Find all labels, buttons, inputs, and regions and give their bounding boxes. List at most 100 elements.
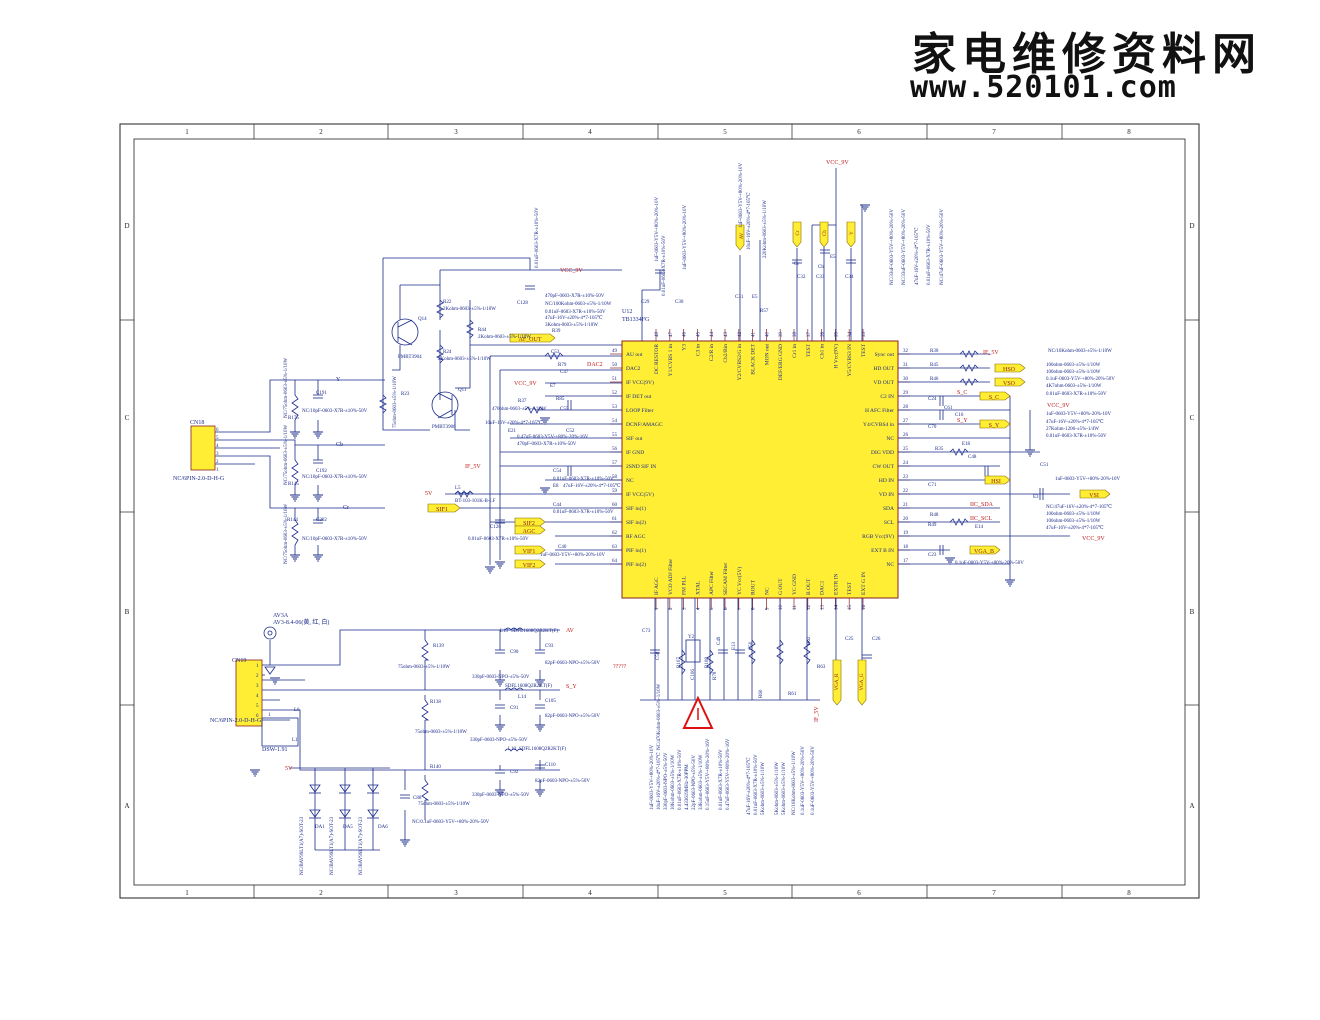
label-r175v: NC/75ohm-0603-±5%-1/10W: [284, 357, 289, 418]
cn19-ref: CN19: [232, 658, 246, 664]
label-bot4: 10Kohm-0603-±5%-1/10W: [671, 754, 676, 810]
label-bot15: 5Kohm-0603-±5%-1/10W: [775, 762, 780, 815]
flag-vif2: VIF2: [514, 559, 546, 569]
label-r37v: 470ohm-0603-±5%-1/10W: [492, 407, 547, 412]
label-text: SIF1: [436, 507, 448, 513]
label-c110v: 82pF-0603-NPO-±5%-50V: [535, 779, 590, 784]
ic-pin-number: 49: [612, 349, 618, 354]
ic-pin-number: 46: [683, 332, 688, 338]
flag-cb: Cb: [819, 221, 829, 248]
ic-pin-name: DAC1: [820, 580, 826, 595]
label-c50: C50: [749, 641, 754, 650]
label-text: AV: [740, 232, 745, 239]
warning-triangle: [682, 695, 714, 729]
label-l1: L1: [292, 738, 298, 743]
flag-av: AV: [735, 224, 745, 251]
ic-pin-name: VD IN: [879, 492, 894, 498]
label-r140v: 75ohm-0603-±5%-1/10W: [418, 802, 470, 807]
cn18-pin: 3: [216, 452, 219, 457]
label-text: Cr: [796, 230, 801, 235]
label-r60: R60: [759, 689, 764, 698]
ic-pin-number: 41: [752, 332, 757, 338]
ic-pin-number: 58: [612, 475, 618, 480]
label-r108: R108: [705, 657, 710, 668]
ic-pin-number: 31: [903, 363, 909, 368]
ic-pin-number: 40: [765, 332, 770, 338]
label-c16v: 0.01uF-0603-X7R-±10%-50V: [1046, 392, 1107, 397]
label-c55: C55: [560, 407, 569, 412]
label-c24v: 0.1uF-0603-Y5V-+80%-20%-50V: [1046, 377, 1115, 382]
label-c53v: 470pF-0603-X7R-±10%-50V: [545, 294, 605, 299]
ic-pin-name: NC: [886, 436, 894, 442]
ic-pin-number: 5: [710, 607, 715, 610]
label-c93v: 82pF-0603-NPO-±5%-50V: [545, 661, 600, 666]
ic-pin-number: 21: [903, 503, 909, 508]
label-r57v: 220Kohm-0603-±5%-1/10W: [763, 200, 768, 258]
label-c202: C202: [316, 518, 327, 523]
label-c30: C30: [675, 300, 684, 305]
ic-pin-name: BLACK DET: [751, 343, 757, 374]
ic-pin-number: 62: [612, 531, 618, 536]
ic-pin-name: FM PLL: [682, 575, 688, 595]
ic-pin-name: EXT B IN: [871, 548, 894, 554]
ic-pin-name: DEF/ERG GND: [778, 344, 784, 380]
ic-pin-name: VCO ADJ Filter: [668, 559, 674, 595]
label-da1: DA1: [315, 825, 325, 830]
ic-ref: U12: [622, 309, 632, 315]
label-c36v: NC/33uF-0603-Y5V-+80%-20%-50V: [902, 209, 907, 285]
ic-pin-name: Cb2/Bin: [723, 344, 729, 363]
label-e3: E3: [1033, 495, 1039, 500]
ic-pin-number: 1: [655, 607, 660, 610]
ic-pin-name: IF DET out: [626, 394, 652, 400]
ic-pin-name: TEST: [861, 343, 867, 357]
ic-pin-name: SIF in(2): [626, 519, 646, 526]
label-c16: C16: [955, 413, 964, 418]
label-c34: C34: [845, 275, 854, 280]
label-c88v: NC/0.1uF-0603-Y5V-+80%-20%-50V: [412, 820, 490, 825]
label-c90v: 330pF-0603-NPO-±5%-50V: [472, 675, 530, 680]
ic-pin-name: Y1/CVBS 1 in: [668, 344, 674, 377]
net-sdfl-s-y: S_Y: [566, 684, 577, 690]
ic-pin-name: NC: [764, 587, 770, 595]
flag-hsi: HSI: [984, 475, 1011, 485]
switch-ref: DSW-1.91: [262, 747, 288, 753]
flag-s-y: S_Y: [979, 419, 1011, 429]
ic-pin-number: 61: [612, 517, 618, 522]
flag-af-out: AF_OUT: [509, 333, 556, 343]
ic-pin-number: 27: [903, 419, 909, 424]
label-e6v: 47uF-16V-±20%-4*7-105℃: [914, 227, 920, 285]
cn19-pin: 2: [256, 674, 259, 679]
col-label-top: 2: [319, 128, 323, 136]
row-label-right: B: [1190, 608, 1195, 616]
label-bav3: NC/BAV99LT1(A7)-SOT-23: [359, 816, 364, 875]
ic-pin-name: C2 IN: [880, 394, 894, 400]
ic-pin-number: 3: [683, 607, 688, 610]
label-text: SIF2: [523, 521, 535, 527]
label-r139: R139: [433, 644, 444, 649]
net-if5v: IF_5V: [983, 350, 999, 356]
label-c29v: 1uF-0603-Y5V-+80%-20%-10V: [655, 196, 660, 262]
flag-s-c: S_C: [979, 391, 1011, 401]
ic-pin-number: 19: [903, 531, 909, 536]
col-label-bottom: 7: [992, 889, 996, 897]
ic-pin-name: IF AGC: [654, 577, 660, 595]
ic-pin-name: YC Vcc(5V): [736, 567, 743, 595]
label-bot1: 1uF-0603-Y5V-+80%-20%-10V: [650, 744, 655, 810]
label-r24v: 2Kohm-0603-±5%-1/10W: [438, 357, 491, 362]
ic-pin-number: 9: [765, 607, 770, 610]
label-c70v: 1uF-0603-Y5V-+80%-20%-10V: [1046, 412, 1112, 417]
label-c23: C23: [928, 553, 937, 558]
label-e18v: 47uF-16V-±20%-4*7-105℃: [1046, 419, 1104, 425]
label-q11: Q11: [458, 388, 467, 393]
label-c38v: NC/47uF-0603-Y5V-+80%-20%-50V: [940, 209, 945, 285]
label-c48: C48: [968, 455, 977, 460]
label-c71: C71: [928, 483, 937, 488]
cn19-pin: 4: [256, 694, 259, 699]
cn18-ref: CN18: [190, 420, 204, 426]
label-c25: C25: [845, 637, 854, 642]
cn18-cr: Cr: [343, 505, 349, 511]
label-bot11: 0.47uF-0603-Y5V-+80%-20%-16V: [726, 738, 731, 810]
ic-pin-name: G OUT: [778, 578, 784, 595]
watermark-chinese: 家电维修资料网: [912, 29, 1262, 80]
ic-pin-number: 12: [807, 605, 812, 611]
